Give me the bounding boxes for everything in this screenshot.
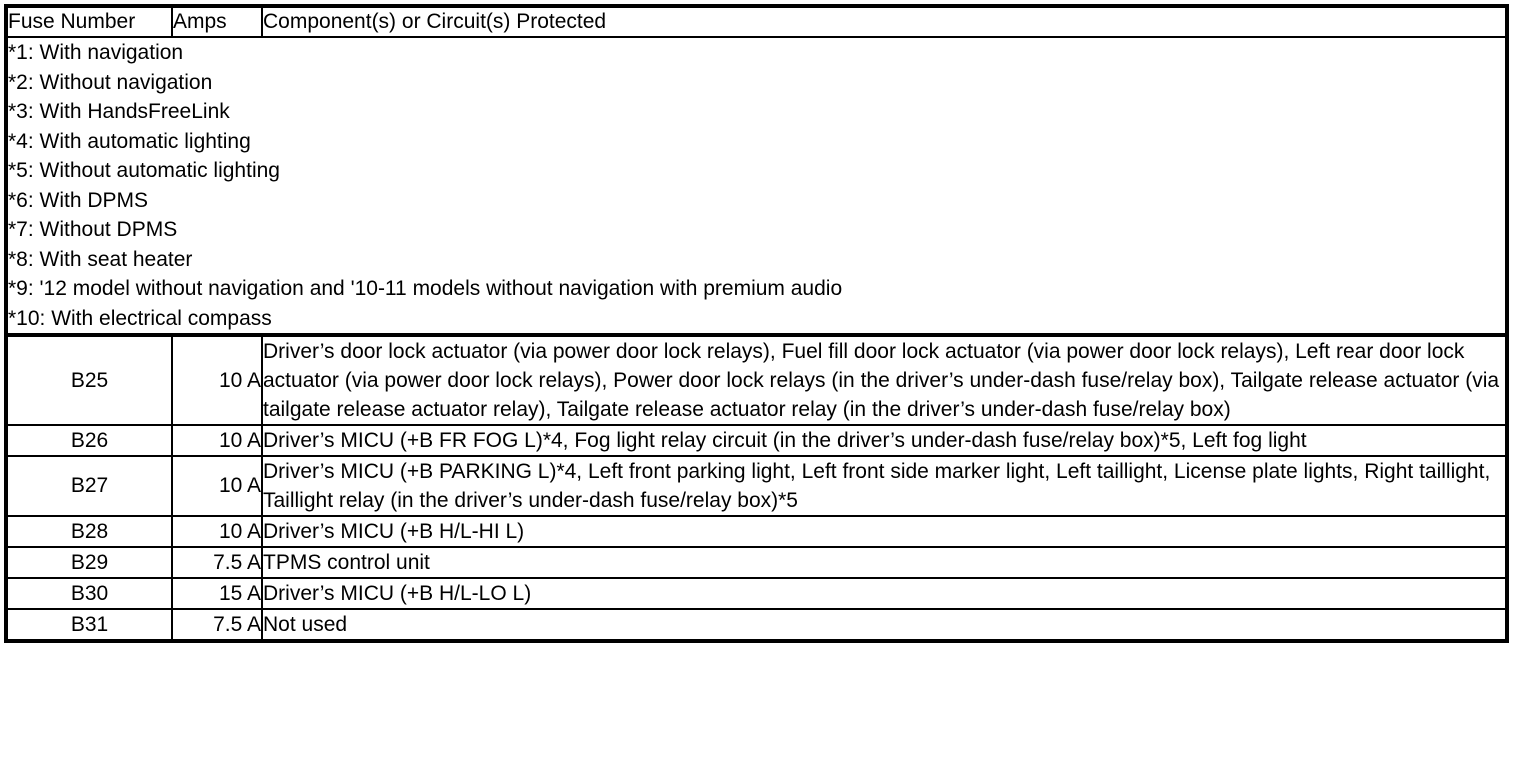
- footnote-2: *2: Without navigation: [8, 70, 213, 94]
- footnotes-block: *1: With navigation *2: Without navigati…: [5, 36, 1508, 337]
- cell-description: Driver’s MICU (+B H/L-HI L): [261, 515, 1508, 548]
- cell-fuse-number: B26: [5, 424, 173, 457]
- description-text: Driver’s door lock actuator (via power d…: [263, 340, 1500, 421]
- description-text: Not used: [263, 613, 348, 636]
- table-row: B26 10 A Driver’s MICU (+B FR FOG L)*4, …: [5, 424, 1508, 457]
- header-amps: Amps: [171, 5, 263, 38]
- table-row: B29 7.5 A TPMS control unit: [5, 546, 1508, 579]
- cell-description: Driver’s door lock actuator (via power d…: [261, 334, 1508, 426]
- table-header-row: Fuse Number Amps Component(s) or Circuit…: [5, 5, 1508, 38]
- cell-fuse-number: B29: [5, 546, 173, 579]
- cell-description: Driver’s MICU (+B FR FOG L)*4, Fog light…: [261, 424, 1508, 457]
- cell-fuse-number: B31: [5, 608, 173, 642]
- cell-fuse-number: B27: [5, 455, 173, 517]
- cell-amps: 15 A: [171, 577, 263, 610]
- footnote-9: *9: '12 model without navigation and '10…: [8, 277, 843, 300]
- notes-row: *1: With navigation *2: Without navigati…: [5, 36, 1508, 337]
- table-row: B27 10 A Driver’s MICU (+B PARKING L)*4,…: [5, 455, 1508, 517]
- cell-amps: 10 A: [171, 455, 263, 517]
- footnote-6: *6: With DPMS: [8, 188, 149, 212]
- table-row: B25 10 A Driver’s door lock actuator (vi…: [5, 334, 1508, 426]
- footnote-7: *7: Without DPMS: [8, 218, 178, 241]
- header-fuse-number: Fuse Number: [5, 5, 173, 38]
- cell-description: Driver’s MICU (+B H/L-LO L): [261, 577, 1508, 610]
- footnote-3: *3: With HandsFreeLink: [8, 100, 230, 123]
- description-text: TPMS control unit: [263, 551, 430, 574]
- cell-amps: 10 A: [171, 515, 263, 548]
- cell-amps: 7.5 A: [171, 546, 263, 579]
- footnote-10: *10: With electrical compass: [8, 306, 272, 330]
- table-row: B30 15 A Driver’s MICU (+B H/L-LO L): [5, 577, 1508, 610]
- footnote-4: *4: With automatic lighting: [8, 129, 251, 153]
- fuse-table: Fuse Number Amps Component(s) or Circuit…: [4, 4, 1509, 643]
- cell-description: Driver’s MICU (+B PARKING L)*4, Left fro…: [261, 455, 1508, 517]
- header-description: Component(s) or Circuit(s) Protected: [261, 5, 1508, 38]
- cell-fuse-number: B25: [5, 334, 173, 426]
- cell-description: Not used: [261, 608, 1508, 642]
- footnote-5: *5: Without automatic lighting: [8, 159, 280, 182]
- cell-fuse-number: B30: [5, 577, 173, 610]
- cell-amps: 7.5 A: [171, 608, 263, 642]
- description-text: Driver’s MICU (+B H/L-HI L): [263, 520, 525, 543]
- footnote-1: *1: With navigation: [8, 41, 184, 64]
- cell-fuse-number: B28: [5, 515, 173, 548]
- table-row: B28 10 A Driver’s MICU (+B H/L-HI L): [5, 515, 1508, 548]
- description-text: Driver’s MICU (+B PARKING L)*4, Left fro…: [263, 460, 1491, 512]
- description-text: Driver’s MICU (+B FR FOG L)*4, Fog light…: [263, 429, 1307, 452]
- table-row: B31 7.5 A Not used: [5, 608, 1508, 642]
- cell-amps: 10 A: [171, 424, 263, 457]
- description-text: Driver’s MICU (+B H/L-LO L): [263, 582, 532, 605]
- footnote-8: *8: With seat heater: [8, 247, 193, 271]
- cell-description: TPMS control unit: [261, 546, 1508, 579]
- cell-amps: 10 A: [171, 334, 263, 426]
